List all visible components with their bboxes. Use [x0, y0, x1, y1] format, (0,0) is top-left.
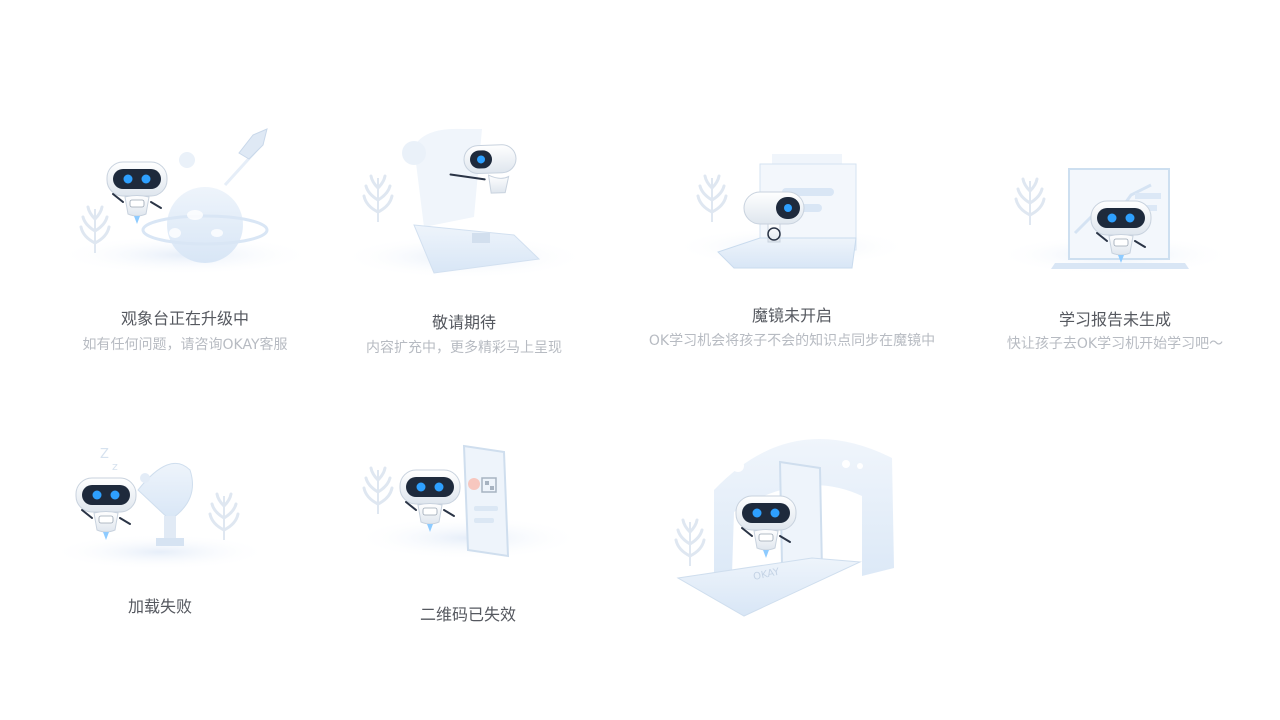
state-card-qr-expired: 二维码已失效 — [318, 430, 618, 690]
svg-text:z: z — [112, 460, 118, 473]
robot-satellite-dish-icon: Z z — [50, 447, 270, 570]
state-card-coming-soon: 敬请期待 内容扩充中，更多精彩马上呈现 — [314, 117, 614, 377]
state-card-upgrading: 观象台正在升级中 如有任何问题，请咨询OKAY客服 — [35, 115, 335, 375]
state-subtitle: 如有任何问题，请咨询OKAY客服 — [82, 337, 288, 353]
state-title: 魔镜未开启 — [751, 306, 832, 325]
state-title: 加载失败 — [127, 597, 192, 616]
state-subtitle: 内容扩充中，更多精彩马上呈现 — [366, 340, 562, 356]
robot-planet-rocket-icon — [55, 128, 315, 275]
robot-report-screen-icon — [995, 168, 1235, 275]
state-title: 观象台正在升级中 — [120, 309, 249, 328]
robot-writing-tablet-icon — [339, 128, 589, 279]
state-card-load-failed: Z z 加载失败 — [10, 430, 310, 690]
state-title: 敬请期待 — [431, 313, 496, 332]
state-subtitle: OK学习机会将孩子不会的知识点同步在魔镜中 — [648, 333, 936, 349]
state-title: 二维码已失效 — [419, 605, 516, 624]
state-subtitle: 快让孩子去OK学习机开始学习吧～ — [1006, 336, 1224, 352]
robot-phone-qr-icon — [353, 444, 583, 560]
state-card-stage: OKAY — [642, 428, 942, 688]
robot-phone-stage-icon: OKAY — [674, 439, 894, 617]
robot-laptop-icon — [672, 154, 912, 269]
svg-text:Z: Z — [100, 447, 109, 462]
state-card-no-report: 学习报告未生成 快让孩子去OK学习机开始学习吧～ — [965, 115, 1265, 375]
state-card-magic-mirror-off: 魔镜未开启 OK学习机会将孩子不会的知识点同步在魔镜中 — [642, 112, 942, 372]
state-title: 学习报告未生成 — [1058, 310, 1171, 329]
